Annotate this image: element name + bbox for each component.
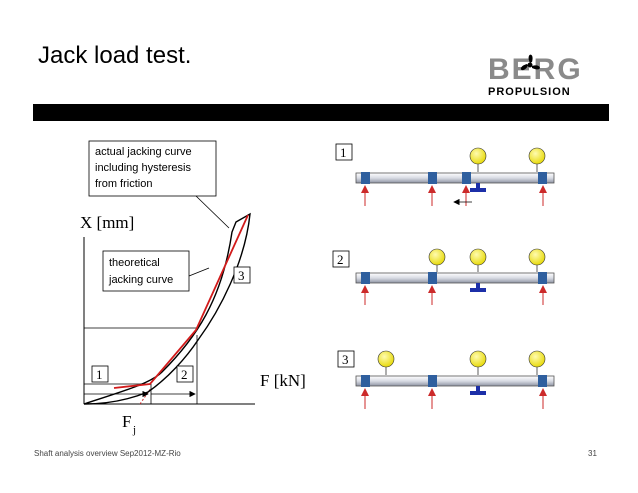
shaft-1-jack-base xyxy=(470,188,486,192)
callout-theoretical-box xyxy=(102,250,190,292)
fj-subscript: j xyxy=(132,424,136,436)
callout-actual-line2: including hysteresis xyxy=(95,162,191,174)
logo-sub: PROPULSION xyxy=(488,86,571,98)
shaft-1-label-box xyxy=(335,143,353,161)
shaft-1-label: 1 xyxy=(340,145,347,160)
shaft-2-jack-base xyxy=(470,288,486,292)
region-2-label: 2 xyxy=(181,367,188,382)
slide-title: Jack load test. xyxy=(38,42,192,69)
shaft-1-support xyxy=(538,172,547,184)
callout-theoretical-leader xyxy=(188,267,210,277)
header-bar xyxy=(33,104,609,121)
theoretical-jacking-curve xyxy=(113,214,249,389)
shaft-2-jack xyxy=(476,283,480,289)
shaft-2-label: 2 xyxy=(337,252,344,267)
fj-label: F xyxy=(122,412,131,431)
region-1-label: 1 xyxy=(96,367,103,382)
callout-actual-line3: from friction xyxy=(95,178,152,190)
shaft-2-label-box xyxy=(332,250,350,268)
shaft-1-bearing xyxy=(469,147,487,165)
y-axis-label: X [mm] xyxy=(80,213,134,232)
shaft-1-support xyxy=(462,172,471,184)
shaft-diagram-2: 2 xyxy=(332,248,555,305)
shaft-diagram-1: 1 xyxy=(335,143,555,206)
shaft-3-bearing xyxy=(469,350,487,368)
shaft-2-body xyxy=(355,272,555,284)
shaft-2-bearing xyxy=(428,248,446,266)
shaft-2-support xyxy=(428,272,437,284)
shaft-3-label-box xyxy=(337,350,355,368)
region-2-box xyxy=(176,365,194,383)
callout-theoretical-line2: jacking curve xyxy=(108,274,173,286)
x-axis-label: F [kN] xyxy=(260,371,306,390)
berg-propulsion-logo: BERG PROPULSION xyxy=(488,53,583,98)
shaft-2-bearing xyxy=(469,248,487,266)
shaft-diagram-3: 3 xyxy=(337,350,555,409)
logo-brand: BERG xyxy=(488,53,583,86)
shaft-3-jack-base xyxy=(470,391,486,395)
shaft-3-support xyxy=(538,375,547,387)
region-1-box xyxy=(91,365,109,383)
callout-actual-leader xyxy=(195,195,230,229)
shaft-1-bearing xyxy=(528,147,546,165)
callout-theoretical-line1: theoretical xyxy=(109,257,160,269)
shaft-2-support xyxy=(361,272,370,284)
shaft-3-label: 3 xyxy=(342,352,349,367)
shaft-2-support xyxy=(538,272,547,284)
propeller-icon xyxy=(520,54,540,71)
shaft-1-body xyxy=(355,172,555,184)
shaft-1-support xyxy=(428,172,437,184)
shaft-1-support xyxy=(361,172,370,184)
footer-text: Shaft analysis overview Sep2012-MZ-Rio xyxy=(34,449,181,458)
shaft-3-bearing xyxy=(377,350,395,368)
shaft-1-jack xyxy=(476,183,480,189)
shaft-2-bearing xyxy=(528,248,546,266)
shaft-3-bearing xyxy=(528,350,546,368)
graph: X [mm] F [kN] F j actual jacking curve i… xyxy=(80,140,306,436)
shaft-3-jack xyxy=(476,386,480,392)
shaft-3-support xyxy=(428,375,437,387)
region-3-box xyxy=(233,266,251,284)
callout-actual-box xyxy=(88,140,217,197)
shaft-3-support xyxy=(361,375,370,387)
slide-number: 31 xyxy=(588,449,597,458)
callout-actual-line1: actual jacking curve xyxy=(95,146,192,158)
shaft-3-body xyxy=(355,375,555,387)
region-3-label: 3 xyxy=(238,268,245,283)
actual-jacking-curve xyxy=(83,212,251,405)
